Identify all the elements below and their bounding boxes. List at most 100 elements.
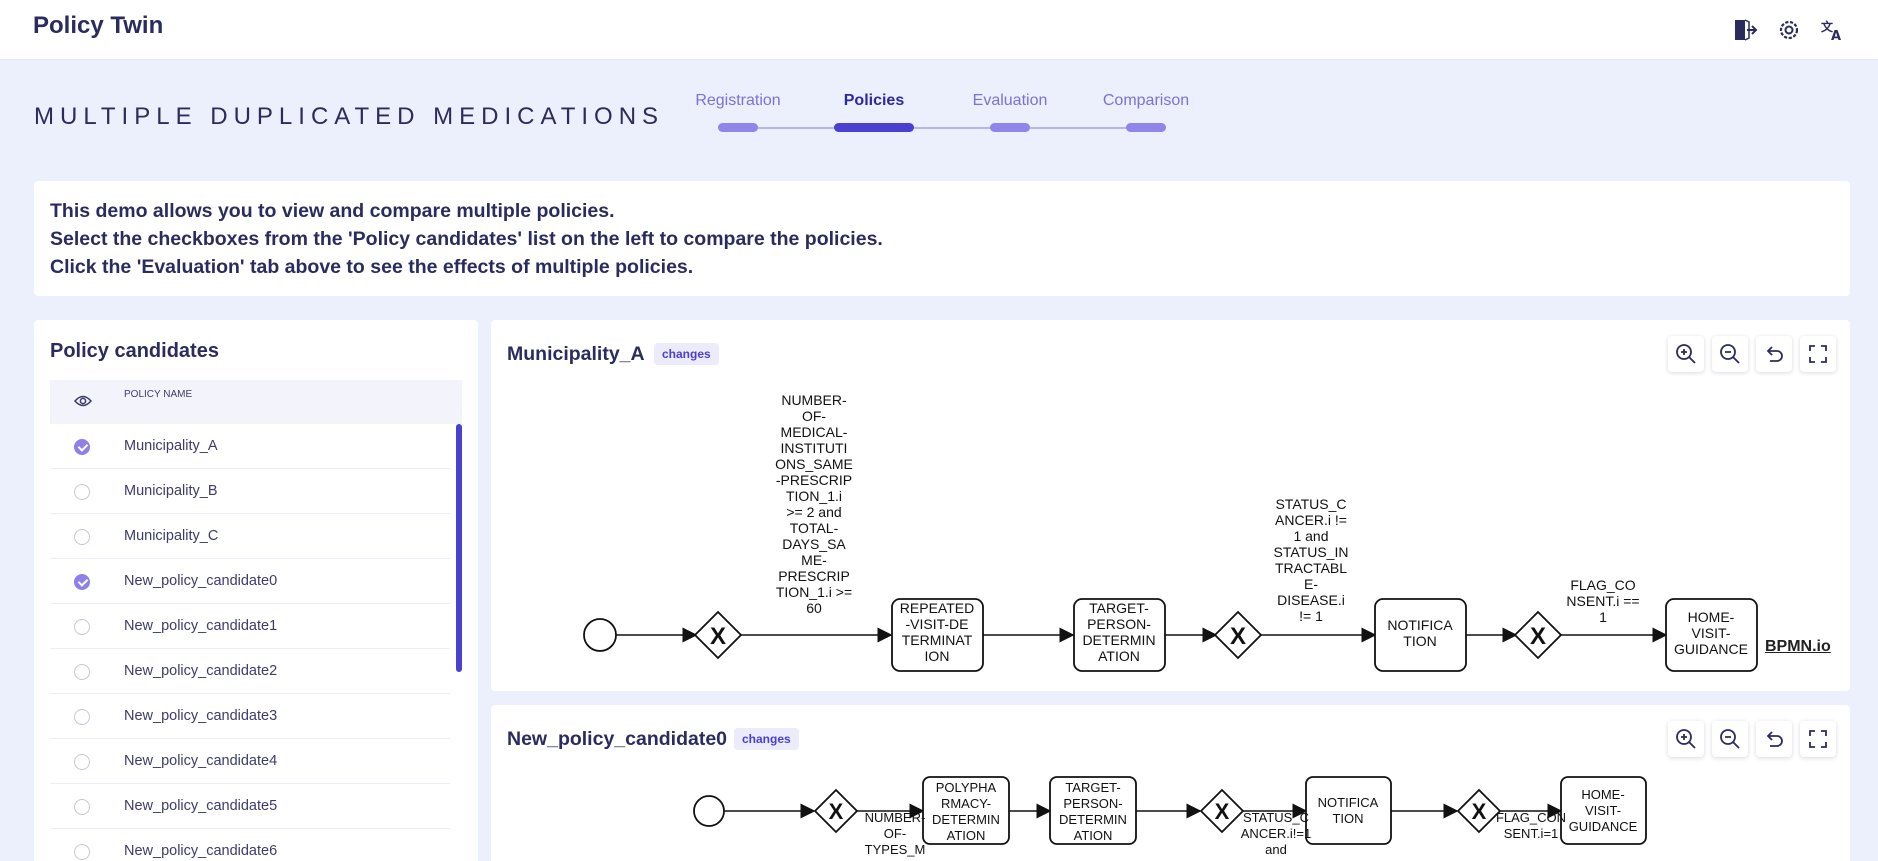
candidate-name: New_policy_candidate6	[124, 843, 278, 859]
candidate-row[interactable]: Municipality_B	[50, 469, 450, 514]
candidate-row[interactable]: Municipality_C	[50, 514, 450, 559]
svg-text:文: 文	[1821, 19, 1834, 34]
gear-icon[interactable]	[1774, 15, 1804, 45]
zoom-in-icon[interactable]	[1668, 336, 1704, 372]
exclusive-gateway: X	[1199, 788, 1245, 834]
select-checkbox[interactable]	[74, 619, 90, 635]
candidate-row[interactable]: New_policy_candidate5	[50, 784, 450, 829]
card-title: Municipality_A	[507, 343, 645, 365]
step-tabs: Registration Policies Evaluation Compari…	[690, 92, 1210, 137]
fullscreen-icon[interactable]	[1800, 336, 1836, 372]
candidate-row[interactable]: Municipality_A	[50, 424, 450, 469]
select-checkbox[interactable]	[74, 439, 90, 455]
svg-text:X: X	[1472, 799, 1487, 824]
select-checkbox[interactable]	[74, 529, 90, 545]
select-checkbox[interactable]	[74, 844, 90, 860]
select-checkbox[interactable]	[74, 484, 90, 500]
candidate-row[interactable]: New_policy_candidate1	[50, 604, 450, 649]
svg-text:HOME-VISIT-GUIDANCE: HOME-VISIT-GUIDANCE	[1674, 609, 1748, 657]
changes-badge[interactable]: changes	[734, 728, 799, 750]
select-checkbox[interactable]	[74, 754, 90, 770]
exclusive-gateway: X	[1513, 610, 1563, 660]
select-checkbox[interactable]	[74, 799, 90, 815]
candidate-name: Municipality_C	[124, 528, 219, 544]
tab-label: Policies	[843, 92, 905, 109]
svg-text:X: X	[1215, 799, 1230, 824]
svg-text:X: X	[710, 623, 726, 650]
start-event	[583, 618, 617, 652]
bpmn-io-logo[interactable]: BPMN.io	[1765, 638, 1831, 655]
page-title: MULTIPLE DUPLICATED MEDICATIONS	[34, 103, 665, 130]
select-checkbox[interactable]	[74, 709, 90, 725]
candidate-name: New_policy_candidate4	[124, 753, 278, 769]
eye-icon[interactable]	[73, 394, 93, 413]
app-title[interactable]: Policy Twin	[33, 12, 164, 39]
start-event	[693, 795, 725, 827]
candidate-name: Municipality_A	[124, 438, 218, 454]
diagram-controls	[1668, 336, 1836, 372]
tab-evaluation[interactable]: Evaluation	[950, 92, 1070, 132]
fullscreen-icon[interactable]	[1800, 721, 1836, 757]
exit-icon[interactable]	[1730, 15, 1760, 45]
reset-icon[interactable]	[1756, 336, 1792, 372]
zoom-in-icon[interactable]	[1668, 721, 1704, 757]
tab-comparison[interactable]: Comparison	[1086, 92, 1206, 132]
diagram-controls	[1668, 721, 1836, 757]
candidate-row[interactable]: New_policy_candidate4	[50, 739, 450, 784]
reset-icon[interactable]	[1756, 721, 1792, 757]
list-scrollbar[interactable]	[456, 424, 462, 672]
task-node: HOME-VISIT-GUIDANCE	[1665, 598, 1758, 672]
candidate-name: New_policy_candidate0	[124, 573, 278, 589]
policy-candidates-panel: Policy candidates POLICY NAME Municipali…	[34, 320, 478, 861]
candidate-row[interactable]: New_policy_candidate6	[50, 829, 450, 861]
candidate-name: New_policy_candidate2	[124, 663, 278, 679]
candidate-row[interactable]: New_policy_candidate0	[50, 559, 450, 604]
zoom-out-icon[interactable]	[1712, 721, 1748, 757]
tab-label: Comparison	[1102, 92, 1190, 109]
card-title: New_policy_candidate0	[507, 728, 728, 750]
step-indicator	[1126, 123, 1166, 132]
candidate-name: New_policy_candidate5	[124, 798, 278, 814]
tab-label: Evaluation	[972, 92, 1048, 109]
step-connector	[740, 127, 1140, 129]
zoom-out-icon[interactable]	[1712, 336, 1748, 372]
exclusive-gateway: X	[813, 788, 859, 834]
panel-title: Policy candidates	[50, 340, 219, 362]
candidate-row[interactable]: New_policy_candidate3	[50, 694, 450, 739]
exclusive-gateway: X	[693, 610, 743, 660]
table-header: POLICY NAME	[50, 380, 462, 424]
svg-text:X: X	[1230, 623, 1246, 650]
changes-badge[interactable]: changes	[654, 343, 719, 365]
step-indicator	[834, 123, 914, 132]
select-checkbox[interactable]	[74, 574, 90, 590]
svg-text:A: A	[1831, 29, 1841, 42]
candidate-name: New_policy_candidate3	[124, 708, 278, 724]
policy-card-municipality-a: Municipality_A changes X X X	[491, 320, 1850, 691]
info-line: This demo allows you to view and compare…	[50, 200, 615, 222]
select-checkbox[interactable]	[74, 664, 90, 680]
tab-registration[interactable]: Registration	[678, 92, 798, 132]
info-line: Click the 'Evaluation' tab above to see …	[50, 256, 694, 278]
candidate-row[interactable]: New_policy_candidate2	[50, 649, 450, 694]
tab-policies[interactable]: Policies	[814, 92, 934, 132]
condition-label: NUMBER-OF-TYPES_M	[865, 810, 926, 857]
